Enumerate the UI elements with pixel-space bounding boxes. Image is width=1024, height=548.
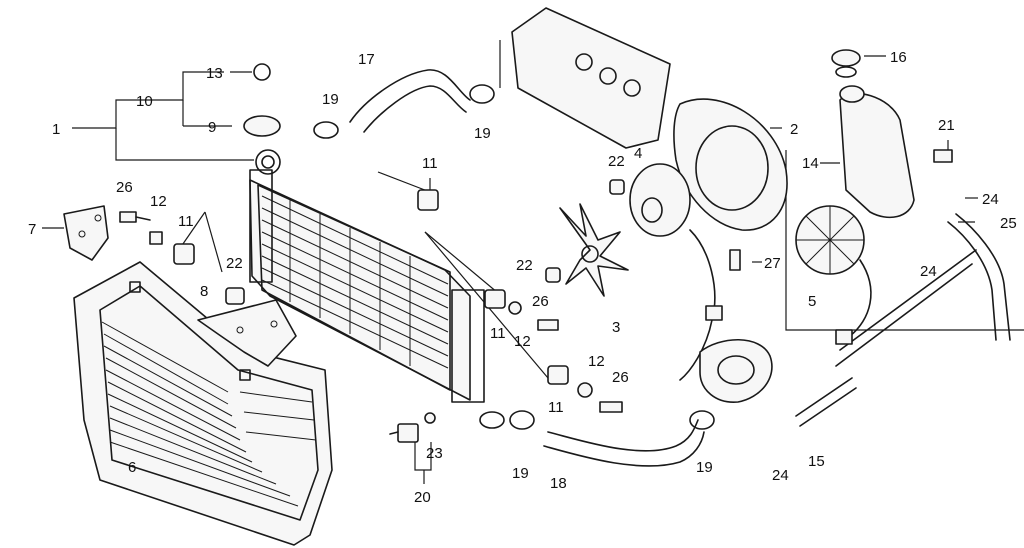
label-26a: 26 (116, 179, 133, 196)
label-27: 27 (764, 255, 781, 272)
label-9: 9 (208, 119, 216, 136)
label-10: 10 (136, 93, 153, 110)
label-12b: 12 (514, 333, 531, 350)
label-24b: 24 (920, 263, 937, 280)
fan-shroud (673, 98, 788, 231)
label-8: 8 (200, 283, 208, 300)
label-26b: 26 (532, 293, 549, 310)
leader-lines (42, 40, 1024, 484)
label-23: 23 (426, 445, 443, 462)
label-24a: 24 (982, 191, 999, 208)
radiator-shroud (73, 261, 333, 546)
hoses (349, 69, 1011, 467)
label-21: 21 (938, 117, 955, 134)
fan-motor-left (629, 163, 691, 237)
label-25: 25 (1000, 215, 1017, 232)
label-11a: 11 (422, 155, 438, 172)
mount-brackets (63, 205, 297, 367)
label-4: 4 (634, 145, 642, 162)
label-6: 6 (128, 459, 136, 476)
cooling-fan-left (559, 203, 629, 297)
fasteners (119, 49, 953, 443)
label-7: 7 (28, 221, 36, 238)
label-16: 16 (890, 49, 907, 66)
label-26c: 26 (612, 369, 629, 386)
label-3: 3 (612, 319, 620, 336)
thermo-switch (389, 431, 399, 435)
label-24c: 24 (772, 467, 789, 484)
label-18: 18 (550, 475, 567, 492)
label-15: 15 (808, 453, 825, 470)
label-22c: 22 (516, 257, 533, 274)
label-13: 13 (206, 65, 223, 82)
label-19d: 19 (696, 459, 713, 476)
label-22a: 22 (226, 255, 243, 272)
label-12c: 12 (588, 353, 605, 370)
fan-motor-right (795, 205, 872, 345)
label-22b: 22 (608, 153, 625, 170)
label-20: 20 (414, 489, 431, 506)
reserve-tank (839, 85, 915, 219)
hose-clamps (313, 84, 715, 430)
label-19b: 19 (474, 125, 491, 142)
label-11b: 11 (178, 213, 194, 230)
label-19a: 19 (322, 91, 339, 108)
radiator-core (249, 149, 505, 429)
label-11d: 11 (548, 399, 564, 416)
label-14: 14 (802, 155, 819, 172)
label-12a: 12 (150, 193, 167, 210)
label-1: 1 (52, 121, 60, 138)
label-19c: 19 (512, 465, 529, 482)
label-5: 5 (808, 293, 816, 310)
label-2: 2 (790, 121, 798, 138)
label-11c: 11 (490, 325, 506, 342)
fan-wiring-left (679, 229, 723, 381)
callout-labels: 1 2 3 4 5 6 7 8 9 10 11 11 11 11 12 12 1… (28, 49, 1017, 506)
engine-head-cover (511, 7, 671, 149)
label-17: 17 (358, 51, 375, 68)
water-pump (699, 338, 773, 403)
